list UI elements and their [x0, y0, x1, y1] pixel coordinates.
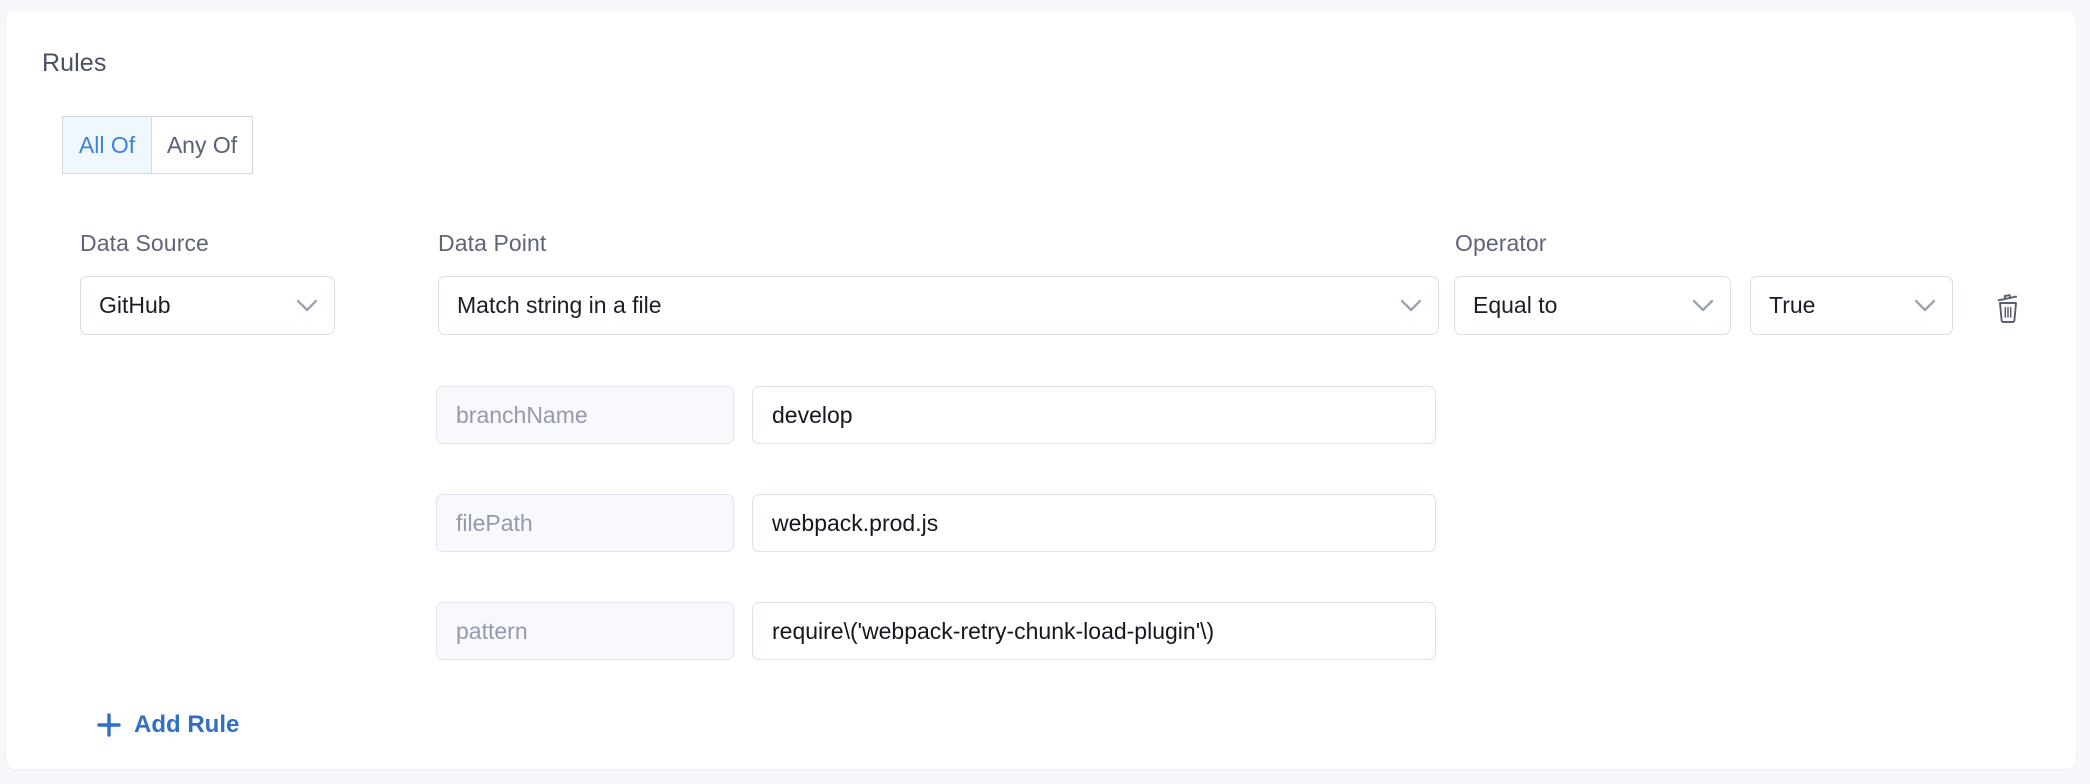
data-source-select[interactable]: GitHub	[80, 276, 335, 335]
parameter-key-label: filePath	[436, 494, 734, 552]
match-mode-any-of[interactable]: Any Of	[152, 116, 253, 174]
data-point-select[interactable]: Match string in a file	[438, 276, 1439, 335]
page-title: Rules	[42, 49, 107, 77]
operator-select[interactable]: Equal to	[1454, 276, 1731, 335]
add-rule-button[interactable]: Add Rule	[96, 711, 239, 739]
delete-rule-button[interactable]	[1988, 289, 2028, 329]
chevron-down-icon	[1908, 299, 1942, 313]
parameter-value-input[interactable]: webpack.prod.js	[752, 494, 1436, 552]
operator-value: Equal to	[1473, 292, 1558, 318]
chevron-down-icon	[1394, 299, 1428, 313]
match-mode-all-of[interactable]: All Of	[62, 116, 152, 174]
plus-icon	[96, 712, 122, 738]
parameter-value-input[interactable]: develop	[752, 386, 1436, 444]
parameter-key-label: branchName	[436, 386, 734, 444]
chevron-down-icon	[1686, 299, 1720, 313]
parameter-value-input[interactable]: require\('webpack-retry-chunk-load-plugi…	[752, 602, 1436, 660]
data-point-label: Data Point	[438, 230, 547, 256]
data-source-label: Data Source	[80, 230, 209, 256]
trash-icon	[1993, 292, 2023, 327]
operator-label: Operator	[1455, 230, 1547, 256]
parameter-key-label: pattern	[436, 602, 734, 660]
comparison-value: True	[1769, 292, 1816, 318]
add-rule-label: Add Rule	[134, 711, 240, 738]
data-point-value: Match string in a file	[457, 292, 662, 318]
chevron-down-icon	[290, 299, 324, 313]
comparison-value-select[interactable]: True	[1750, 276, 1953, 335]
match-mode-toggle-group: All Of Any Of	[62, 116, 253, 174]
data-source-value: GitHub	[99, 292, 171, 318]
rules-card: Rules All Of Any Of Data Source Data Poi…	[6, 11, 2076, 769]
